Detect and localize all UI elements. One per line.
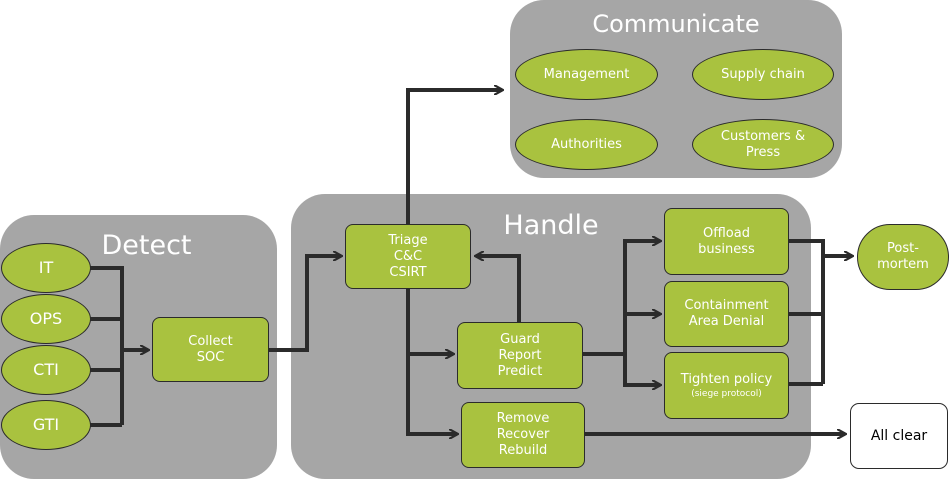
customers-press-node: Customers &Press: [692, 119, 834, 170]
source-it: IT: [1, 243, 91, 293]
communicate-title: Communicate: [592, 10, 760, 38]
arrow-triage-to-communicate: [406, 90, 502, 224]
detect-title: Detect: [101, 230, 192, 261]
arrow-actions-to-postmortem: [789, 239, 852, 386]
arrow-guard-to-tighten: [623, 354, 660, 385]
all-clear-node: All clear: [850, 403, 948, 469]
tighten-policy-node: Tighten policy(siege protocol): [664, 352, 789, 419]
arrow-guard-to-triage: [476, 256, 521, 322]
arrow-triage-to-guard: [406, 289, 453, 354]
arrow-triage-to-remove: [406, 354, 457, 434]
management-node: Management: [515, 49, 658, 100]
postmortem-node: Post-mortem: [857, 224, 949, 290]
arrow-collect-to-triage: [268, 256, 341, 352]
arrow-guard-to-actions: [582, 241, 660, 356]
source-ops: OPS: [1, 294, 91, 344]
supply-chain-node: Supply chain: [692, 49, 834, 100]
arrow-detect-to-collect: [88, 266, 148, 427]
handle-title: Handle: [503, 210, 599, 241]
authorities-node: Authorities: [515, 119, 658, 170]
source-gti: GTI: [1, 400, 91, 450]
source-cti: CTI: [1, 345, 91, 395]
